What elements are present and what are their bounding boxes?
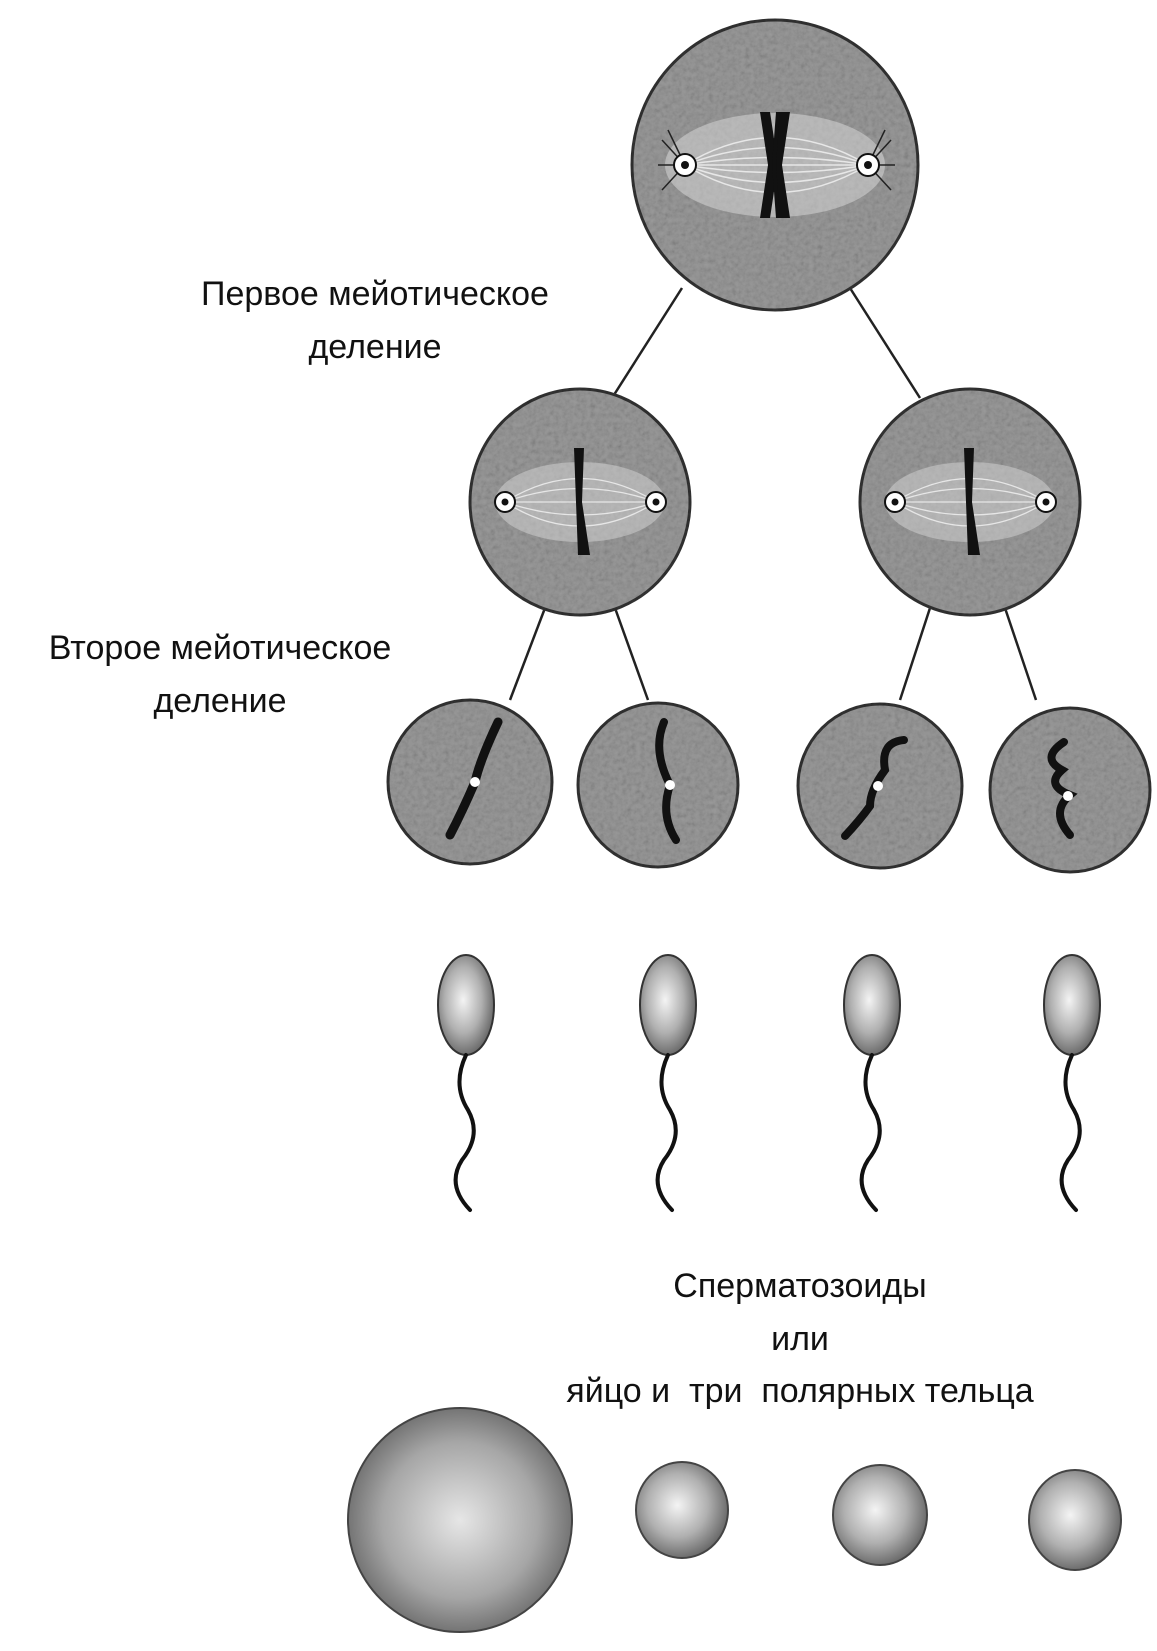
sperm-cells <box>438 955 1100 1210</box>
first-division-label: Первое мейотическое деление <box>150 268 600 373</box>
sperm-cell <box>844 955 900 1210</box>
polar-body <box>636 1462 728 1558</box>
polar-body <box>833 1465 927 1565</box>
sperm-cell <box>640 955 696 1210</box>
sperm-label: Сперматозоиды <box>673 1267 926 1305</box>
second-division-label: Второе мейотическое деление <box>0 622 440 727</box>
or-label: или <box>771 1320 829 1358</box>
haploid-cell-3 <box>798 704 962 868</box>
polar-body <box>1029 1470 1121 1570</box>
polar-bodies <box>636 1462 1121 1570</box>
sperm-cell <box>438 955 494 1210</box>
daughter-cell-right <box>860 389 1080 615</box>
sperm-cell <box>1044 955 1100 1210</box>
parent-cell <box>632 20 918 310</box>
gametes-caption: Сперматозоиды или яйцо и три полярных те… <box>520 1260 1080 1418</box>
egg-polar-label: яйцо и три полярных тельца <box>566 1372 1033 1410</box>
haploid-cell-2 <box>578 703 738 867</box>
egg-cell <box>348 1408 572 1632</box>
haploid-cell-4 <box>990 708 1150 872</box>
daughter-cell-left <box>470 389 690 615</box>
